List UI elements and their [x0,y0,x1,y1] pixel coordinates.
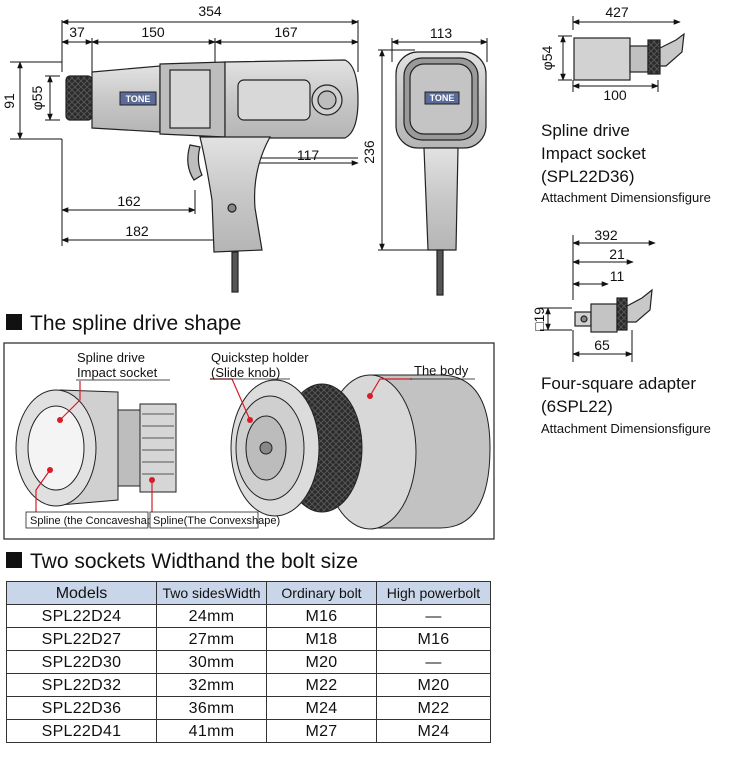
dim-width: 113 [430,25,453,41]
cell-high-power: M20 [376,673,491,697]
socket-subcaption: Attachment Dimensionsfigure [541,190,711,205]
dim-rear-length: 167 [274,24,298,40]
cell-high-power: M22 [376,696,491,720]
cell-model: SPL22D32 [6,673,157,697]
header-ordinary-bolt: Ordinary bolt [266,581,377,605]
dim-adapter-11: 11 [610,268,625,284]
label-body: The body [414,363,469,378]
table-row: SPL22D27 27mm M18 M16 [6,627,491,651]
header-width: Two sidesWidth [156,581,267,605]
label-holder-2: (Slide knob) [211,365,280,380]
adapter-caption-2: (6SPL22) [541,397,613,416]
socket-caption-2: Impact socket [541,144,646,163]
cell-model: SPL22D41 [6,719,157,743]
header-models: Models [6,581,157,605]
cell-width: 30mm [156,650,267,674]
table-row: SPL22D32 32mm M22 M20 [6,673,491,697]
table-row: SPL22D24 24mm M16 — [6,604,491,628]
cell-high-power: — [376,650,491,674]
cell-high-power: M16 [376,627,491,651]
dim-socket-dia: φ54 [539,45,555,70]
square-adapter-figure: 392 21 11 □19 65 Four-square adapter (6S… [531,227,711,436]
socket-bolt-table: Models Two sidesWidth Ordinary bolt High… [6,581,491,743]
dim-adapter-square: □19 [531,307,547,331]
section-title-table: Two sockets Widthand the bolt size [30,550,358,573]
dim-mid-length: 150 [141,24,165,40]
cell-high-power: — [376,604,491,628]
cell-width: 24mm [156,604,267,628]
cell-ordinary: M20 [266,650,377,674]
dim-adapter-length: 65 [594,337,610,353]
cell-width: 41mm [156,719,267,743]
dim-handle-offset: 117 [297,147,320,163]
socket-caption-3: (SPL22D36) [541,167,635,186]
table-header-row: Models Two sidesWidth Ordinary bolt High… [6,581,491,605]
dim-anvil-dia: φ55 [29,85,45,110]
cell-high-power: M24 [376,719,491,743]
label-holder-1: Quickstep holder [211,350,309,365]
adapter-subcaption: Attachment Dimensionsfigure [541,421,711,436]
label-spline-convex: Spline(The Convexshape) [153,515,280,527]
brand-logo-side: TONE [126,94,151,104]
table-row: SPL22D36 36mm M24 M22 [6,696,491,720]
cell-model: SPL22D27 [6,627,157,651]
section-bullet-spline [6,314,22,330]
cell-model: SPL22D24 [6,604,157,628]
spline-illustration: Spline drive Impact socket Quickstep hol… [3,342,495,540]
wrench-side-view: 354 37 150 167 91 φ55 117 162 182 TONE [1,3,359,293]
table-row: SPL22D30 30mm M20 — [6,650,491,674]
header-high-power-bolt: High powerbolt [376,581,491,605]
dim-front-length: 37 [69,24,85,40]
dim-socket-length: 100 [603,87,627,103]
cell-ordinary: M18 [266,627,377,651]
dim-height-front: 91 [1,93,17,109]
wrench-front-view: 113 236 TONE [361,25,488,296]
dim-overall-length: 354 [198,3,222,19]
label-spline-socket-1: Spline drive [77,350,145,365]
section-bullet-table [6,552,22,568]
cell-model: SPL22D30 [6,650,157,674]
cell-model: SPL22D36 [6,696,157,720]
socket-caption-1: Spline drive [541,121,630,140]
brand-logo-front: TONE [430,93,455,103]
spline-socket-figure: 427 φ54 100 Spline drive Impact socket (… [539,4,711,205]
section-title-spline: The spline drive shape [30,312,241,335]
label-spline-concave: Spline (the Concaveshape) [30,515,163,527]
cell-width: 32mm [156,673,267,697]
dim-handle-front-2: 182 [125,223,149,239]
label-spline-socket-2: Impact socket [77,365,158,380]
cell-ordinary: M27 [266,719,377,743]
cell-width: 27mm [156,627,267,651]
cell-ordinary: M22 [266,673,377,697]
dim-overall-height: 236 [361,140,377,164]
table-row: SPL22D41 41mm M27 M24 [6,719,491,743]
dim-socket-total: 427 [605,4,629,20]
dim-adapter-total: 392 [594,227,618,243]
cell-ordinary: M24 [266,696,377,720]
adapter-caption-1: Four-square adapter [541,374,696,393]
cell-ordinary: M16 [266,604,377,628]
dim-adapter-21: 21 [609,246,625,262]
dim-handle-front-1: 162 [117,193,141,209]
cell-width: 36mm [156,696,267,720]
